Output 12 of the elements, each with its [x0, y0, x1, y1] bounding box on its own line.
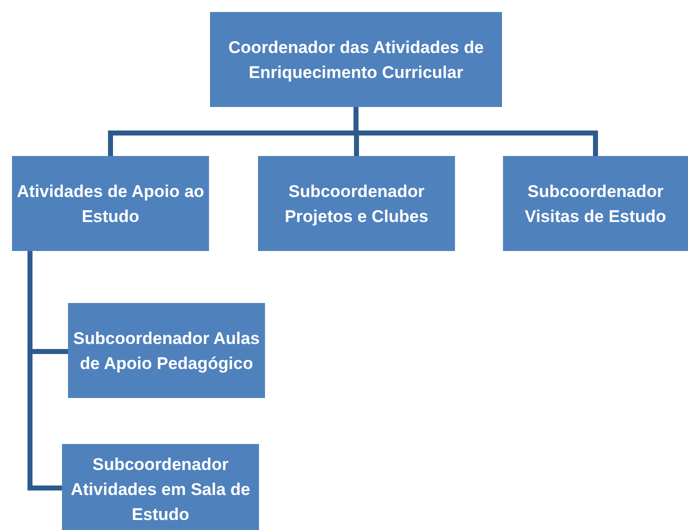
box-label: Coordenador das Atividades de Enriquecimento Curricular [227, 36, 485, 84]
box-label: Subcoordenador Aulas de Apoio Pedagógico [72, 328, 261, 375]
box-label: Subcoordenador Projetos e Clubes [284, 180, 430, 228]
org-box [12, 156, 209, 251]
org-box [503, 156, 688, 251]
box-label: Subcoordenador Atividades em Sala de Estudo [70, 454, 252, 526]
box-label: Atividades de Apoio ao Estudo [16, 180, 205, 228]
org-box [210, 12, 502, 107]
org-box [258, 156, 455, 251]
org-box [62, 444, 259, 530]
org-box [68, 303, 265, 398]
box-label: Subcoordenador Visitas de Estudo [524, 180, 668, 228]
